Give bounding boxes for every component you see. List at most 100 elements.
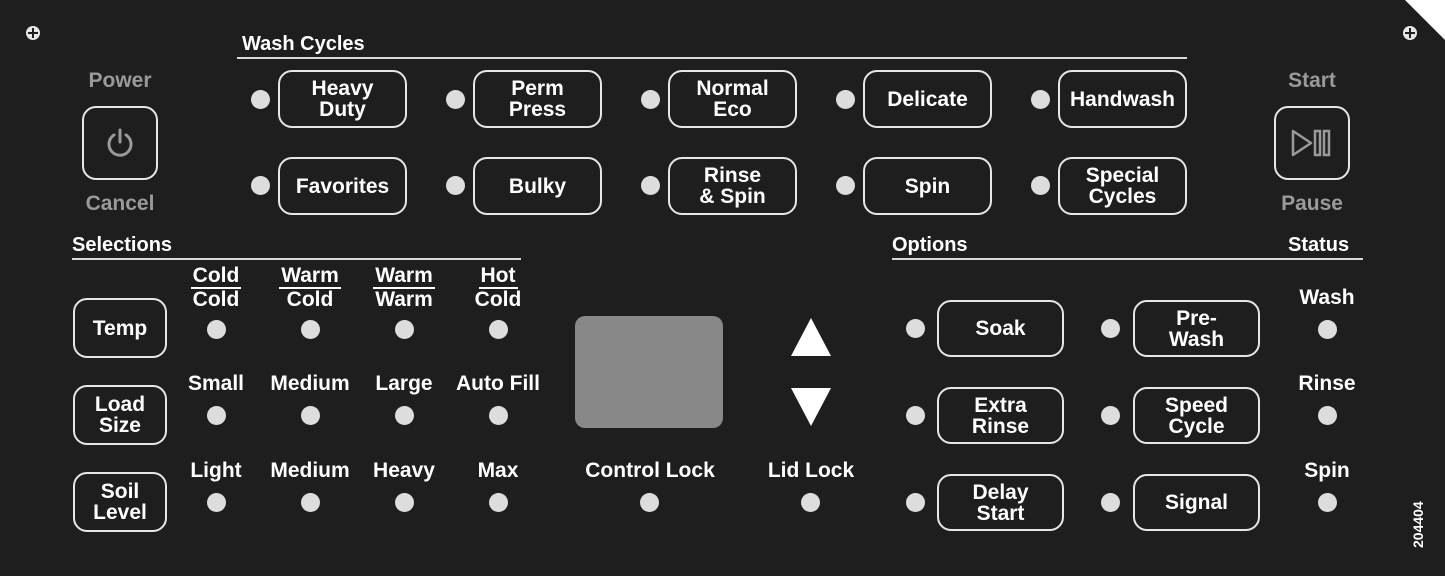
down-arrow-button[interactable] — [789, 386, 833, 433]
signal-button[interactable]: Signal — [1133, 474, 1260, 531]
down-arrow-icon — [791, 388, 831, 426]
pre-wash-indicator — [1101, 319, 1120, 338]
temp-button[interactable]: Temp — [73, 298, 167, 358]
speed-cycle-button[interactable]: Speed Cycle — [1133, 387, 1260, 444]
extra-rinse-button[interactable]: Extra Rinse — [937, 387, 1064, 444]
load-indicator — [395, 406, 414, 425]
start-label: Start — [1288, 69, 1336, 92]
load-indicator — [207, 406, 226, 425]
temp-indicator — [395, 320, 414, 339]
lid-lock-label: Lid Lock — [767, 459, 855, 482]
up-arrow-icon — [791, 318, 831, 356]
digital-display — [575, 316, 723, 428]
status-wash-indicator — [1318, 320, 1337, 339]
wash-cycles-divider — [237, 57, 1187, 59]
cycle-indicator-rinse-spin — [641, 176, 660, 195]
load-option-label: Medium — [270, 372, 350, 395]
extra-rinse-indicator — [906, 406, 925, 425]
temp-option-top: Hot — [478, 264, 518, 289]
screw-icon — [1403, 26, 1417, 40]
soil-indicator — [395, 493, 414, 512]
rinse-spin-button[interactable]: Rinse & Spin — [668, 157, 797, 215]
heavy-duty-button[interactable]: Heavy Duty — [278, 70, 407, 128]
cycle-indicator-perm-press — [446, 90, 465, 109]
status-rinse-label: Rinse — [1298, 372, 1356, 395]
cycle-indicator-normal-eco — [641, 90, 660, 109]
spin-button[interactable]: Spin — [863, 157, 992, 215]
cycle-indicator-delicate — [836, 90, 855, 109]
status-title: Status — [1288, 234, 1350, 256]
soil-option-label: Light — [190, 459, 242, 482]
up-arrow-button[interactable] — [789, 316, 833, 363]
temp-indicator — [489, 320, 508, 339]
temp-option-warm-warm: Warm Warm — [349, 265, 459, 311]
load-option-label: Large — [375, 372, 433, 395]
favorites-button[interactable]: Favorites — [278, 157, 407, 215]
load-size-button[interactable]: Load Size — [73, 385, 167, 445]
load-option-label: Small — [187, 372, 245, 395]
power-label: Power — [88, 69, 152, 92]
power-icon — [107, 128, 133, 157]
delay-start-indicator — [906, 493, 925, 512]
pre-wash-button[interactable]: Pre- Wash — [1133, 300, 1260, 357]
bulky-button[interactable]: Bulky — [473, 157, 602, 215]
options-divider — [892, 258, 1363, 260]
pause-label: Pause — [1281, 192, 1343, 215]
soil-indicator — [489, 493, 508, 512]
soil-indicator — [207, 493, 226, 512]
control-lock-indicator — [640, 493, 659, 512]
cycle-indicator-favorites — [251, 176, 270, 195]
cycle-indicator-heavy-duty — [251, 90, 270, 109]
status-rinse-indicator — [1318, 406, 1337, 425]
start-pause-button[interactable] — [1274, 106, 1350, 180]
load-option-label: Auto Fill — [456, 372, 540, 395]
cancel-label: Cancel — [85, 192, 155, 215]
temp-option-bottom: Cold — [286, 288, 334, 311]
soil-option-label: Max — [477, 459, 519, 482]
temp-option-cold-cold: Cold Cold — [161, 265, 271, 311]
perm-press-button[interactable]: Perm Press — [473, 70, 602, 128]
screw-icon — [26, 26, 40, 40]
soak-button[interactable]: Soak — [937, 300, 1064, 357]
signal-indicator — [1101, 493, 1120, 512]
control-lock-label: Control Lock — [585, 459, 715, 482]
soak-indicator — [906, 319, 925, 338]
temp-option-bottom: Cold — [474, 288, 522, 311]
speed-cycle-indicator — [1101, 406, 1120, 425]
delicate-button[interactable]: Delicate — [863, 70, 992, 128]
temp-option-bottom: Warm — [375, 288, 433, 311]
temp-indicator — [301, 320, 320, 339]
temp-option-top: Warm — [279, 264, 341, 289]
temp-option-top: Cold — [190, 264, 242, 289]
power-button[interactable] — [82, 106, 158, 180]
cycle-indicator-handwash — [1031, 90, 1050, 109]
normal-eco-button[interactable]: Normal Eco — [668, 70, 797, 128]
temp-option-top: Warm — [373, 264, 435, 289]
load-indicator — [301, 406, 320, 425]
temp-option-bottom: Cold — [192, 288, 240, 311]
lid-lock-indicator — [801, 493, 820, 512]
part-number: 204404 — [1410, 501, 1426, 548]
delay-start-button[interactable]: Delay Start — [937, 474, 1064, 531]
status-spin-label: Spin — [1304, 459, 1350, 482]
soil-option-label: Medium — [270, 459, 350, 482]
cycle-indicator-special-cycles — [1031, 176, 1050, 195]
temp-option-warm-cold: Warm Cold — [255, 265, 365, 311]
temp-indicator — [207, 320, 226, 339]
selections-title: Selections — [72, 234, 173, 256]
play-pause-icon — [1291, 129, 1331, 157]
cycle-indicator-spin — [836, 176, 855, 195]
status-spin-indicator — [1318, 493, 1337, 512]
special-cycles-button[interactable]: Special Cycles — [1058, 157, 1187, 215]
temp-option-hot-cold: Hot Cold — [443, 265, 553, 311]
wash-cycles-title: Wash Cycles — [242, 33, 365, 55]
soil-option-label: Heavy — [373, 459, 435, 482]
load-indicator — [489, 406, 508, 425]
handwash-button[interactable]: Handwash — [1058, 70, 1187, 128]
soil-level-button[interactable]: Soil Level — [73, 472, 167, 532]
options-title: Options — [892, 234, 968, 256]
selections-divider — [72, 258, 521, 260]
soil-indicator — [301, 493, 320, 512]
cycle-indicator-bulky — [446, 176, 465, 195]
